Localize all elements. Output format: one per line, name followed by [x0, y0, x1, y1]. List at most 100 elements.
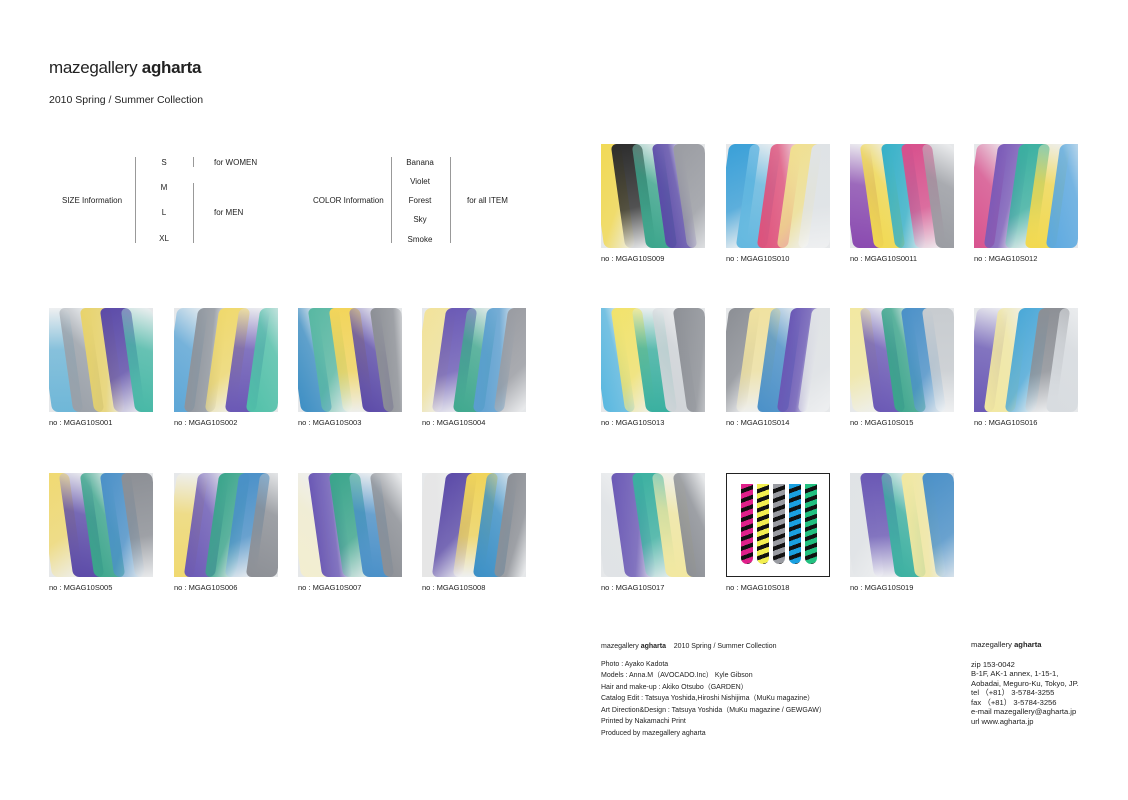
product-item[interactable]: no : MGAG10S016 [974, 308, 1078, 427]
product-photo[interactable] [422, 473, 526, 577]
product-photo[interactable] [174, 308, 278, 412]
sock-image [805, 484, 817, 564]
product-item[interactable]: no : MGAG10S010 [726, 144, 830, 263]
credits-collection: 2010 Spring / Summer Collection [673, 643, 777, 650]
color-banana: Banana [406, 158, 434, 167]
product-number: no : MGAG10S004 [422, 418, 486, 427]
product-photo[interactable] [726, 144, 830, 248]
sock-image [741, 484, 753, 564]
product-number: no : MGAG10S001 [49, 418, 113, 427]
product-photo[interactable] [726, 308, 830, 412]
credits: mazegallery agharta 2010 Spring / Summer… [601, 641, 826, 739]
product-number: no : MGAG10S006 [174, 583, 238, 592]
credit-line: Models : Anna.M（AVOCADO.Inc） Kyle Gibson [601, 672, 753, 679]
size-info-label: SIZE Information [62, 196, 123, 205]
product-item[interactable]: no : MGAG10S012 [974, 144, 1078, 263]
product-photo[interactable] [974, 308, 1078, 412]
product-item[interactable]: no : MGAG10S006 [174, 473, 278, 592]
contact-email[interactable]: e-mail mazegallery@agharta.jp [971, 707, 1077, 716]
color-forest: Forest [408, 196, 432, 205]
divider [193, 157, 194, 167]
contact-fax: fax （+81） 3-5784-3256 [971, 697, 1057, 707]
divider [450, 157, 451, 243]
contact-address: B-1F, AK-1 annex, 1-15-1, [971, 669, 1059, 678]
contact-address: Aobadai, Meguro-Ku, Tokyo, JP. [971, 678, 1079, 688]
product-photo[interactable] [850, 308, 954, 412]
size-xl: XL [159, 234, 169, 243]
product-number: no : MGAG10S002 [174, 418, 238, 427]
product-photo[interactable] [601, 308, 705, 412]
product-number: no : MGAG10S008 [422, 583, 486, 592]
divider [193, 183, 194, 243]
product-number: no : MGAG10S014 [726, 418, 790, 427]
product-item[interactable]: no : MGAG10S019 [850, 473, 954, 592]
product-number: no : MGAG10S012 [974, 254, 1038, 263]
product-item[interactable]: no : MGAG10S015 [850, 308, 954, 427]
color-smoke: Smoke [407, 235, 433, 244]
color-violet: Violet [410, 177, 430, 186]
product-number: no : MGAG10S007 [298, 583, 362, 592]
size-m: M [160, 183, 168, 192]
brand-bold: agharta [141, 58, 202, 77]
product-photo[interactable] [49, 473, 153, 577]
product-item[interactable]: no : MGAG10S008 [422, 473, 526, 592]
divider [391, 157, 392, 243]
product-number: no : MGAG10S013 [601, 418, 665, 427]
product-item[interactable]: no : MGAG10S005 [49, 473, 153, 592]
for-all-item: for all ITEM [467, 196, 508, 205]
sock-image [773, 484, 785, 564]
product-item[interactable]: no : MGAG10S017 [601, 473, 705, 592]
product-photo[interactable] [726, 473, 830, 577]
product-photo[interactable] [974, 144, 1078, 248]
product-item[interactable]: no : MGAG10S018 [726, 473, 830, 592]
divider [135, 157, 136, 243]
product-number: no : MGAG10S0011 [850, 254, 917, 263]
product-item[interactable]: no : MGAG10S002 [174, 308, 278, 427]
product-photo[interactable] [601, 144, 705, 248]
product-number: no : MGAG10S009 [601, 254, 665, 263]
product-photo[interactable] [422, 308, 526, 412]
product-number: no : MGAG10S015 [850, 418, 914, 427]
sock-image [757, 484, 769, 564]
size-s: S [161, 158, 167, 167]
brand-light: mazegallery [49, 58, 138, 77]
product-number: no : MGAG10S018 [726, 583, 790, 592]
for-women: for WOMEN [214, 158, 258, 167]
product-item[interactable]: no : MGAG10S009 [601, 144, 705, 263]
product-item[interactable]: no : MGAG10S014 [726, 308, 830, 427]
credits-brand-light: mazegallery [601, 643, 639, 650]
credit-line: Photo : Ayako Kadota [601, 660, 669, 668]
collection-subtitle: 2010 Spring / Summer Collection [49, 94, 204, 106]
product-item[interactable]: no : MGAG10S0011 [850, 144, 954, 263]
product-item[interactable]: no : MGAG10S001 [49, 308, 153, 427]
brand-title: mazegallery agharta [49, 58, 201, 78]
product-photo[interactable] [601, 473, 705, 577]
product-item[interactable]: no : MGAG10S013 [601, 308, 705, 427]
product-item[interactable]: no : MGAG10S003 [298, 308, 402, 427]
product-item[interactable]: no : MGAG10S007 [298, 473, 402, 592]
sock-image [789, 484, 801, 564]
product-number: no : MGAG10S003 [298, 418, 362, 427]
contact-brand-bold: agharta [1014, 640, 1042, 649]
product-photo[interactable] [850, 473, 954, 577]
product-number: no : MGAG10S019 [850, 583, 914, 592]
product-photo[interactable] [174, 473, 278, 577]
product-number: no : MGAG10S016 [974, 418, 1038, 427]
contact-url[interactable]: url www.agharta.jp [971, 716, 1034, 726]
credit-line: Printed by Nakamachi Print [601, 718, 686, 725]
product-number: no : MGAG10S010 [726, 254, 790, 263]
contact: mazegallery agharta zip 153-0042 B-1F, A… [971, 640, 1079, 726]
credit-line: Produced by mazegallery agharta [601, 729, 706, 737]
color-info-label: COLOR Information [313, 196, 384, 205]
credit-line: Art Direction&Design : Tatsuya Yoshida（M… [601, 706, 826, 714]
product-photo[interactable] [49, 308, 153, 412]
product-item[interactable]: no : MGAG10S004 [422, 308, 526, 427]
color-sky: Sky [413, 215, 427, 224]
credits-title: mazegallery agharta 2010 Spring / Summer… [601, 641, 826, 653]
product-photo[interactable] [850, 144, 954, 248]
contact-zip: zip 153-0042 [971, 659, 1015, 669]
product-photo[interactable] [298, 473, 402, 577]
product-photo[interactable] [298, 308, 402, 412]
product-number: no : MGAG10S005 [49, 583, 113, 592]
